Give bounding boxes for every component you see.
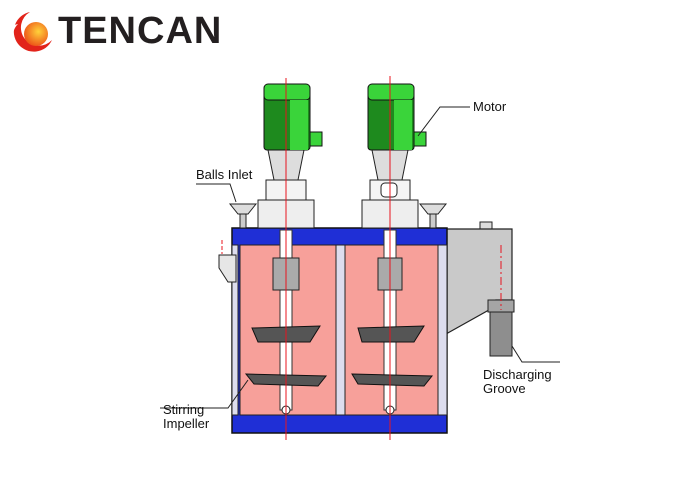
motor-left	[257, 83, 323, 229]
brand-logo: TENCAN	[58, 10, 223, 52]
leader-lines	[160, 106, 560, 409]
label-impeller: Impeller	[163, 416, 210, 431]
impeller-lower-right	[351, 373, 434, 387]
discharge-housing	[445, 221, 515, 357]
tencan-logo-icon	[6, 12, 53, 52]
label-stirring: Stirring	[163, 402, 205, 417]
label-groove: Groove	[483, 381, 526, 396]
label-motor: Motor	[473, 99, 507, 114]
centerlines	[221, 76, 502, 440]
label-balls-inlet: Balls Inlet	[196, 167, 253, 182]
balls-inlet-left	[228, 203, 258, 229]
motor-right	[361, 83, 427, 229]
impeller-upper-right	[357, 325, 425, 343]
label-discharging: Discharging	[483, 367, 552, 382]
balls-inlet-right	[418, 203, 448, 229]
